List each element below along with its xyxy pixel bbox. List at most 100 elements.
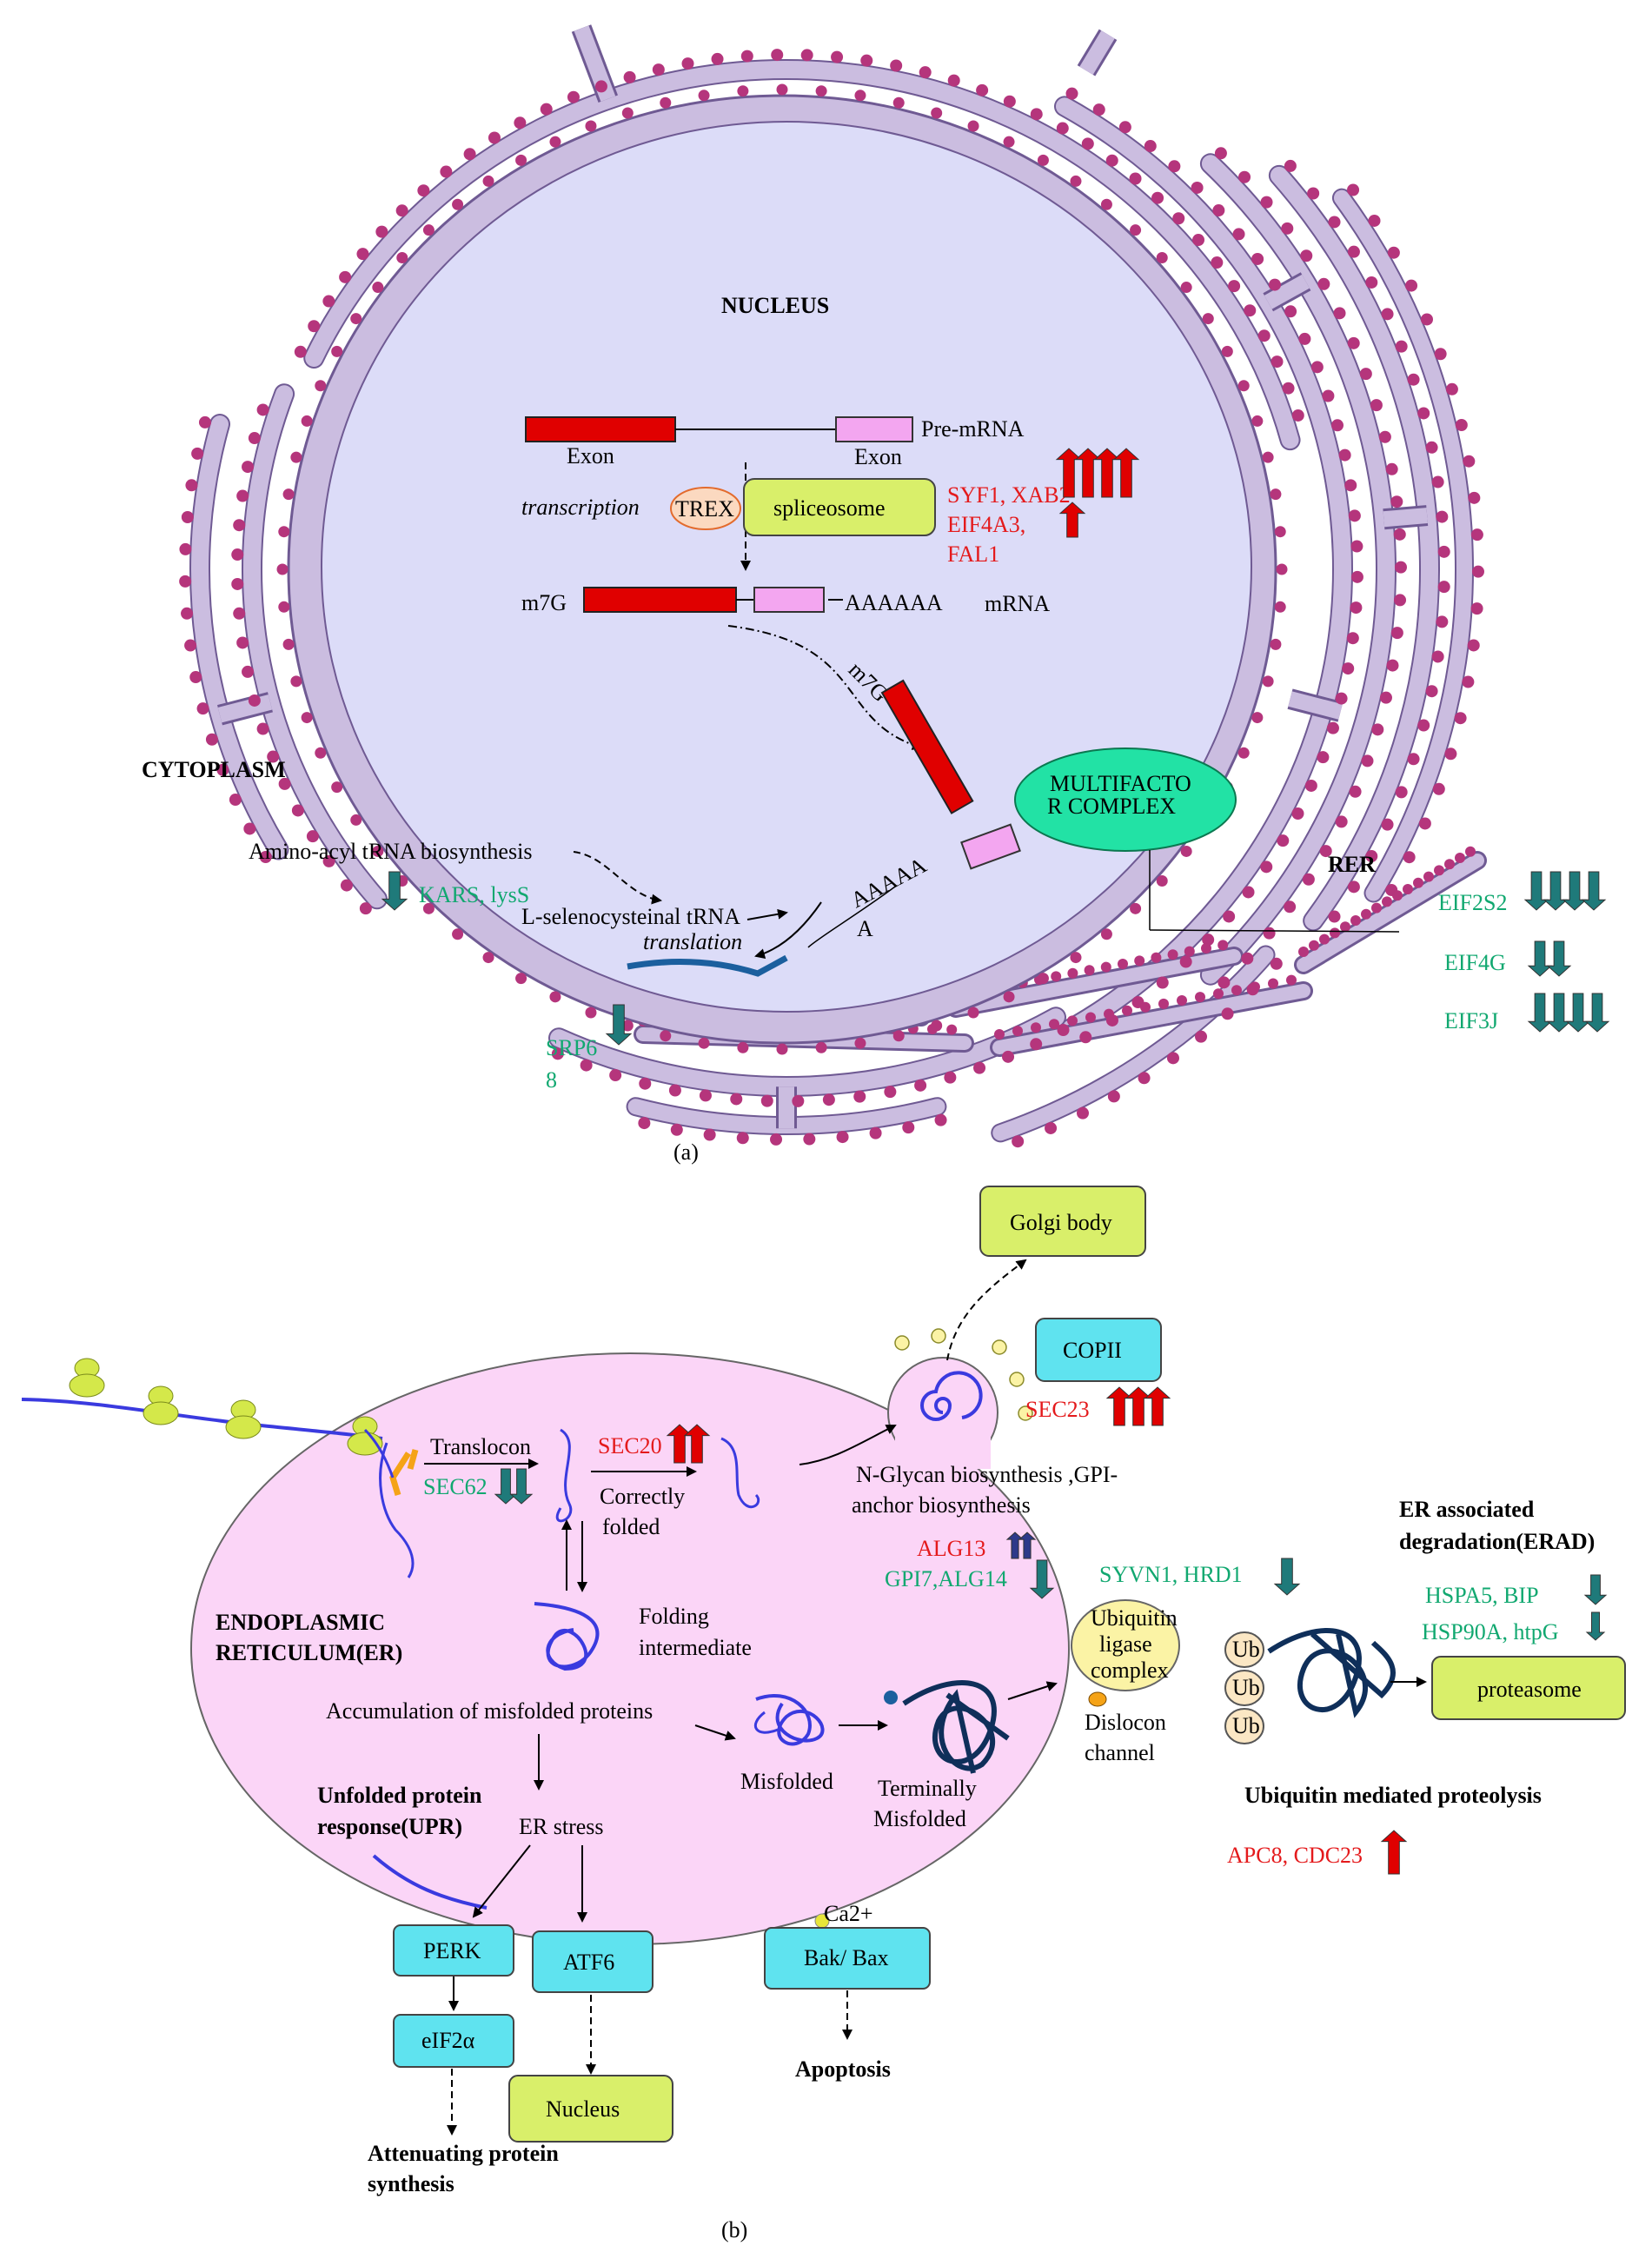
ribosome — [698, 1037, 710, 1049]
ribosome — [1365, 850, 1378, 863]
nucleus-interior — [321, 121, 1252, 1013]
ribosome — [1340, 921, 1350, 933]
ribosome — [488, 131, 501, 144]
ribosome — [1335, 815, 1348, 828]
up-arrow-icon — [683, 1424, 711, 1464]
ribosome — [1434, 348, 1447, 361]
ribosome — [1067, 967, 1078, 979]
ribosome — [1260, 196, 1273, 209]
up-arrow-icon — [1105, 1386, 1133, 1426]
gene-eif4g: EIF4G — [1444, 950, 1506, 975]
golgi-transport-arrow — [946, 1259, 1027, 1361]
ribosome — [1291, 807, 1304, 821]
ribosome — [1467, 639, 1480, 652]
ribosome — [638, 1117, 651, 1130]
ribosome — [216, 763, 229, 776]
down-arrow-icon — [1273, 1558, 1301, 1596]
selenocysteinal-arrow — [746, 908, 788, 920]
ribosome — [1130, 224, 1142, 236]
ribosome — [1342, 662, 1355, 675]
ribosome — [1065, 87, 1078, 100]
ribosome — [1172, 212, 1185, 225]
ribosome — [1105, 154, 1118, 167]
atf6-label: ATF6 — [563, 1950, 614, 1975]
ribosome — [792, 1094, 805, 1107]
ribosome — [884, 1086, 897, 1099]
ribosome — [931, 1020, 943, 1032]
spliceosome-box — [743, 478, 936, 536]
ribosome — [967, 1007, 979, 1019]
mrna-chain — [21, 1398, 383, 1440]
proteasome-label: proteasome — [1477, 1677, 1582, 1702]
syvn1-down-arrow — [1273, 1558, 1301, 1596]
ribosome — [278, 526, 290, 538]
ribosome — [973, 1061, 986, 1074]
apc8-up-arrow — [1380, 1830, 1408, 1875]
ribosome — [770, 1133, 783, 1146]
ribosome — [1151, 191, 1164, 204]
translation-label: translation — [643, 929, 742, 954]
ribosome — [278, 601, 290, 613]
terminally-line1: Terminally — [878, 1776, 977, 1801]
ribosome — [1167, 949, 1178, 960]
ribosome — [1390, 627, 1403, 640]
ribosome — [1223, 910, 1236, 923]
ribosome — [1284, 900, 1297, 914]
ribosome — [1212, 204, 1225, 217]
ribosome — [1070, 175, 1082, 187]
er-cisterna — [305, 61, 1299, 449]
ribosome — [1268, 278, 1281, 291]
ribosome — [452, 928, 464, 940]
ribosome — [580, 1059, 593, 1072]
ribosome — [1144, 140, 1157, 153]
ub-label-2: Ub — [1232, 1675, 1260, 1700]
ribosome — [1470, 528, 1483, 541]
gene-eif3j: EIF3J — [1444, 1008, 1498, 1033]
m7g-label: m7G — [521, 590, 567, 615]
ribosome — [1368, 214, 1381, 227]
ribosome — [621, 107, 634, 119]
gene-sec23: SEC23 — [1025, 1397, 1090, 1422]
ribosome — [1298, 332, 1311, 345]
ribosome — [181, 607, 194, 620]
ribosome — [1180, 845, 1192, 857]
ribosome — [233, 607, 246, 620]
ribosome — [189, 671, 202, 684]
ribosome — [1322, 389, 1335, 402]
up-arrow-icon — [1018, 1531, 1037, 1559]
ribosome — [1300, 249, 1313, 262]
er-label-line1: ENDOPLASMIC — [216, 1610, 385, 1635]
ribosome — [1270, 957, 1283, 970]
ribosome — [1276, 563, 1288, 575]
ribosome — [1237, 380, 1250, 392]
ribosome — [233, 519, 246, 532]
ribosome — [256, 722, 269, 735]
ribosome — [1291, 409, 1304, 422]
ribosome — [1434, 865, 1444, 876]
ribosome — [1260, 860, 1273, 874]
er-cisterna — [243, 385, 386, 908]
ribosome — [205, 733, 218, 746]
er-tubule — [992, 984, 1310, 1054]
down-arrow-icon — [1527, 993, 1553, 1033]
up-arrow-icon — [1093, 448, 1121, 498]
ribosome — [1317, 751, 1330, 764]
ribosome — [699, 1089, 712, 1102]
ribosome — [1431, 475, 1444, 488]
eif-down-arrows — [1523, 871, 1610, 1033]
ribosome — [422, 902, 435, 914]
ribosome — [1436, 510, 1449, 523]
ribosome — [853, 1090, 866, 1103]
perk-box — [393, 1924, 514, 1977]
ribosome — [236, 636, 249, 649]
ribosome — [339, 270, 352, 283]
dislocon-line1: Dislocon — [1085, 1710, 1166, 1735]
ribosome — [1214, 147, 1227, 160]
ribosome — [1346, 632, 1359, 645]
mrna-exon-red — [583, 587, 737, 613]
ribosome — [1030, 108, 1043, 121]
ribosome — [1335, 692, 1348, 705]
ribosome — [740, 50, 753, 63]
er-connector — [1264, 274, 1310, 309]
ribosome — [1270, 638, 1282, 650]
